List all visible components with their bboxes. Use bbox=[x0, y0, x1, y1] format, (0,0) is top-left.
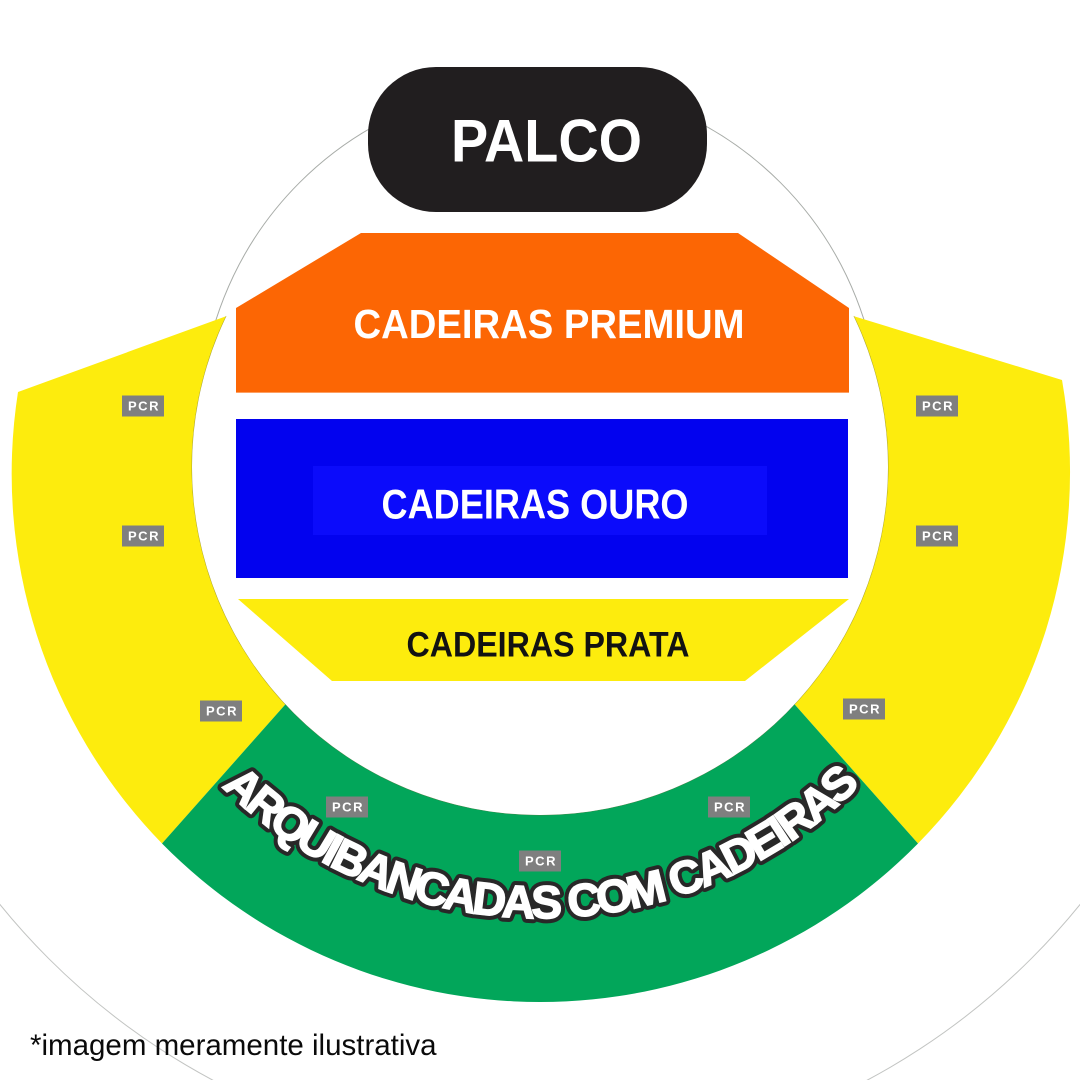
svg-text:PCR: PCR bbox=[206, 704, 238, 719]
svg-text:CADEIRAS PRATA: CADEIRAS PRATA bbox=[407, 626, 690, 665]
svg-text:PCR: PCR bbox=[525, 854, 557, 869]
svg-text:PCR: PCR bbox=[922, 399, 954, 414]
svg-text:PCR: PCR bbox=[922, 529, 954, 544]
svg-text:CADEIRAS PREMIUM: CADEIRAS PREMIUM bbox=[354, 301, 745, 347]
svg-text:PCR: PCR bbox=[128, 399, 160, 414]
svg-text:PCR: PCR bbox=[849, 702, 881, 717]
svg-text:PCR: PCR bbox=[714, 800, 746, 815]
svg-text:PCR: PCR bbox=[332, 800, 364, 815]
svg-text:PCR: PCR bbox=[128, 529, 160, 544]
svg-text:PALCO: PALCO bbox=[451, 107, 642, 175]
svg-text:CADEIRAS OURO: CADEIRAS OURO bbox=[382, 481, 689, 528]
svg-text:*imagem meramente ilustrativa: *imagem meramente ilustrativa bbox=[30, 1029, 437, 1062]
